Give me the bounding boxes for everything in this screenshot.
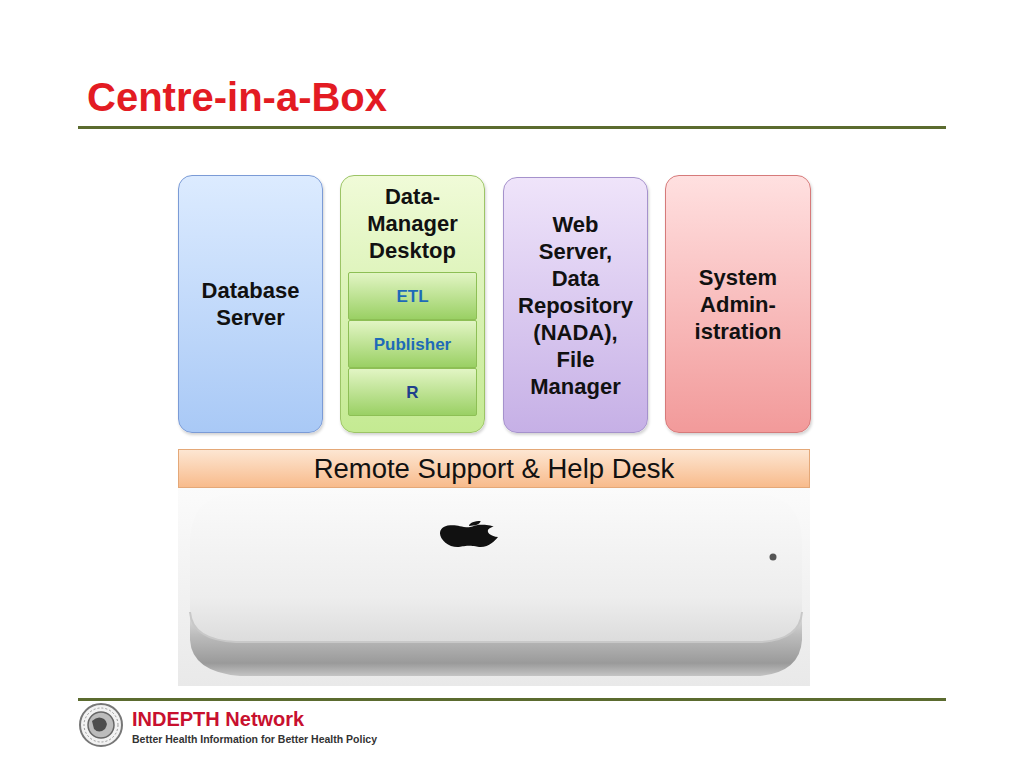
title-rule	[78, 126, 946, 129]
box-label: Data- Manager Desktop	[345, 183, 480, 264]
desktop-box: Data- Manager DesktopETL PublisherR	[340, 175, 485, 433]
tool-box: R	[348, 368, 477, 416]
network-name: INDEPTH Network	[132, 708, 304, 731]
tool-box: Publisher	[348, 320, 477, 368]
box-label: Web Server, Data Repository (NADA), File…	[516, 211, 636, 400]
mac-mini-photo	[178, 488, 810, 686]
web-server-box: Web Server, Data Repository (NADA), File…	[503, 177, 648, 433]
box-label: Database Server	[183, 277, 318, 331]
box-label: Publisher	[374, 331, 451, 358]
slide-title: Centre-in-a-Box	[87, 75, 387, 120]
network-tagline: Better Health Information for Better Hea…	[132, 733, 377, 745]
support-band: Remote Support & Help Desk	[178, 449, 810, 488]
network-logo	[80, 704, 122, 746]
footer-rule	[78, 698, 946, 701]
tool-box: ETL	[348, 272, 477, 320]
box-label: R	[406, 379, 418, 406]
box-label: ETL	[396, 283, 428, 310]
system-admin-box: System Admin- istration	[665, 175, 811, 433]
box-label: Remote Support & Help Desk	[314, 452, 675, 485]
box-label: System Admin- istration	[670, 264, 806, 345]
database-server-box: Database Server	[178, 175, 323, 433]
